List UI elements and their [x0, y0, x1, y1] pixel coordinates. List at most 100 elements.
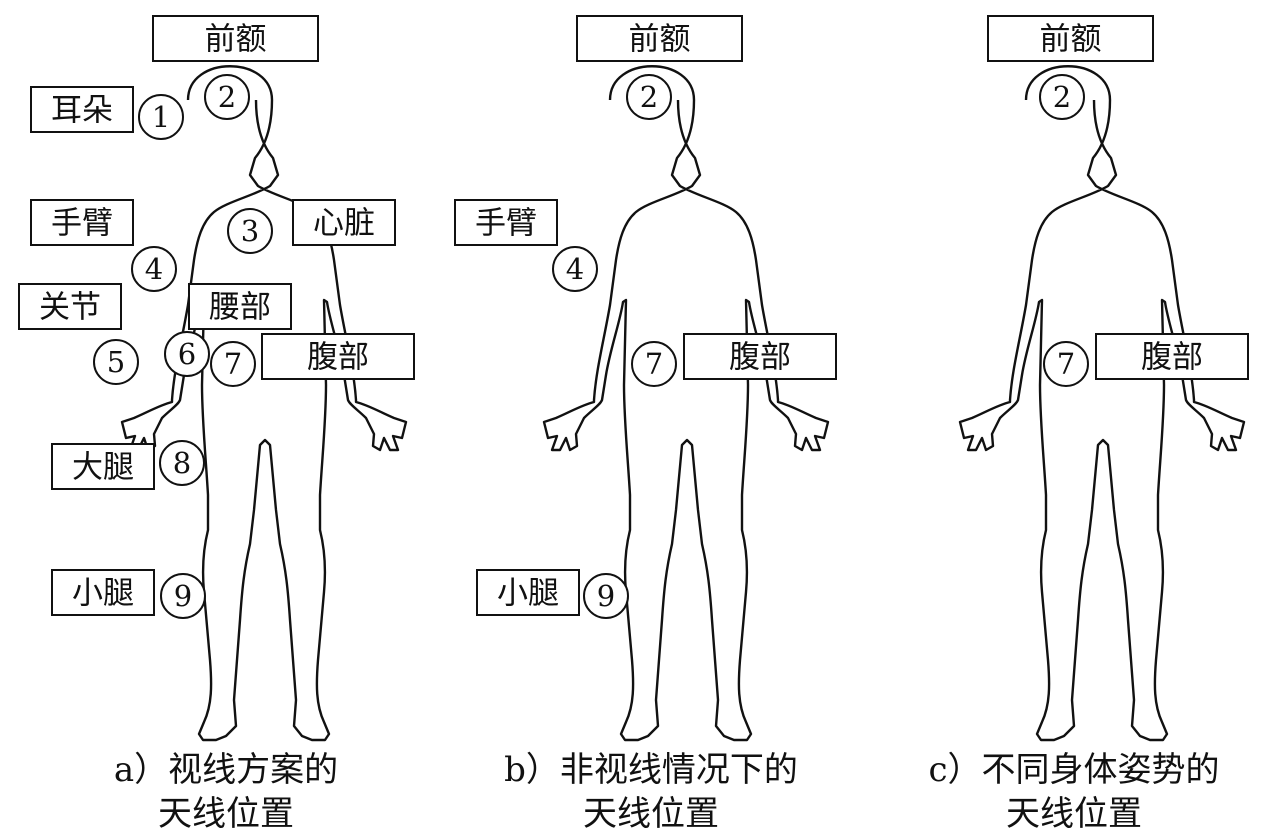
- antenna-marker-2-a: 2: [204, 74, 250, 120]
- label-box: [292, 199, 396, 246]
- label-text: 关节: [39, 290, 101, 326]
- body-outline-b: [542, 65, 830, 742]
- label-text: 手臂: [475, 206, 537, 242]
- caption-c-line2: 天线位置: [1006, 794, 1142, 834]
- marker-number: 7: [224, 347, 242, 381]
- antenna-marker-9-b: 9: [583, 573, 629, 619]
- label-waist-a: 腰部: [188, 283, 292, 330]
- label-text: 腹部: [729, 340, 791, 376]
- marker-circle: [204, 74, 250, 120]
- antenna-marker-9-a: 9: [160, 573, 206, 619]
- label-text: 前额: [205, 22, 267, 58]
- label-text: 手臂: [51, 206, 113, 242]
- marker-circle: [159, 440, 205, 486]
- antenna-marker-3-a: 3: [227, 208, 273, 254]
- marker-number: 2: [1053, 80, 1071, 114]
- label-forehead-a: 前额: [152, 15, 319, 62]
- marker-number: 2: [640, 80, 658, 114]
- caption-b: b）非视线情况下的 天线位置: [461, 748, 841, 836]
- label-box: [51, 443, 155, 490]
- label-box: [476, 569, 580, 616]
- label-box: [987, 15, 1154, 62]
- marker-number: 8: [173, 446, 191, 480]
- marker-number: 9: [174, 579, 192, 613]
- label-box: [18, 283, 122, 330]
- label-forehead-b: 前额: [576, 15, 743, 62]
- antenna-marker-2-b: 2: [626, 74, 672, 120]
- antenna-marker-4-b: 4: [552, 246, 598, 292]
- label-box: [30, 199, 134, 246]
- antenna-marker-2-c: 2: [1039, 74, 1085, 120]
- label-text: 腹部: [307, 340, 369, 376]
- marker-circle: [1039, 74, 1085, 120]
- label-box: [51, 569, 155, 616]
- antenna-marker-7-a: 7: [210, 341, 256, 387]
- label-text: 耳朵: [51, 93, 113, 129]
- marker-circle: [131, 246, 177, 292]
- marker-circle: [626, 74, 672, 120]
- label-arm-a: 手臂: [30, 199, 134, 246]
- label-box: [576, 15, 743, 62]
- caption-b-line1: b）非视线情况下的: [504, 750, 798, 790]
- marker-number: 1: [152, 100, 170, 134]
- marker-number: 9: [597, 579, 615, 613]
- marker-number: 5: [107, 345, 125, 379]
- label-forehead-c: 前额: [987, 15, 1154, 62]
- label-heart-a: 心脏: [292, 199, 396, 246]
- label-calf-a: 小腿: [51, 569, 155, 616]
- label-box: [188, 283, 292, 330]
- label-box: [1095, 333, 1249, 380]
- antenna-marker-7-b: 7: [631, 341, 677, 387]
- caption-a-line2: 天线位置: [158, 794, 294, 834]
- label-text: 小腿: [497, 576, 559, 612]
- marker-number: 6: [178, 337, 196, 371]
- label-joint-a: 关节: [18, 283, 122, 330]
- antenna-marker-7-c: 7: [1043, 341, 1089, 387]
- antenna-marker-4-a: 4: [131, 246, 177, 292]
- marker-circle: [210, 341, 256, 387]
- label-text: 大腿: [72, 450, 134, 486]
- marker-number: 3: [241, 214, 259, 248]
- antenna-marker-5-a: 5: [93, 339, 139, 385]
- body-outline-a: [120, 65, 408, 742]
- marker-circle: [93, 339, 139, 385]
- antenna-marker-8-a: 8: [159, 440, 205, 486]
- caption-b-line2: 天线位置: [583, 794, 719, 834]
- marker-number: 2: [218, 80, 236, 114]
- label-box: [454, 199, 558, 246]
- label-text: 腰部: [209, 290, 271, 326]
- label-ear-a: 耳朵: [30, 86, 134, 133]
- marker-circle: [164, 331, 210, 377]
- label-box: [683, 333, 837, 380]
- caption-c: c）不同身体姿势的 天线位置: [884, 748, 1264, 836]
- label-text: 腹部: [1141, 340, 1203, 376]
- label-text: 心脏: [313, 206, 375, 242]
- marker-number: 4: [566, 252, 584, 286]
- label-text: 小腿: [72, 576, 134, 612]
- marker-circle: [1043, 341, 1089, 387]
- label-thigh-a: 大腿: [51, 443, 155, 490]
- label-abdomen-b: 腹部: [683, 333, 837, 380]
- marker-number: 4: [145, 252, 163, 286]
- label-text: 前额: [629, 22, 691, 58]
- caption-a-line1: a）视线方案的: [113, 750, 339, 790]
- label-calf-b: 小腿: [476, 569, 580, 616]
- antenna-marker-6-a: 6: [164, 331, 210, 377]
- marker-circle: [160, 573, 206, 619]
- marker-circle: [138, 94, 184, 140]
- label-abdomen-a: 腹部: [261, 333, 415, 380]
- caption-c-line1: c）不同身体姿势的: [928, 750, 1220, 790]
- label-abdomen-c: 腹部: [1095, 333, 1249, 380]
- body-outline-c: [958, 65, 1246, 742]
- marker-circle: [227, 208, 273, 254]
- label-box: [30, 86, 134, 133]
- label-box: [261, 333, 415, 380]
- antenna-marker-1-a: 1: [138, 94, 184, 140]
- label-arm-b: 手臂: [454, 199, 558, 246]
- caption-a: a）视线方案的 天线位置: [36, 748, 416, 836]
- marker-number: 7: [1057, 347, 1075, 381]
- marker-circle: [583, 573, 629, 619]
- marker-number: 7: [645, 347, 663, 381]
